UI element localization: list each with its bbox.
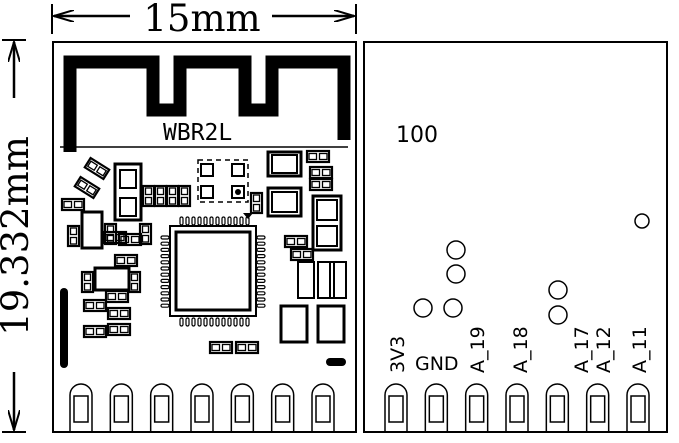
front-pads bbox=[69, 383, 335, 432]
large-components bbox=[80, 150, 347, 344]
side-marker-small bbox=[326, 358, 346, 366]
edge-pad bbox=[190, 383, 214, 432]
height-dimension: 19.332mm bbox=[0, 39, 37, 433]
main-chip bbox=[160, 216, 266, 327]
edge-pad bbox=[109, 383, 134, 432]
edge-pad bbox=[545, 383, 570, 432]
passive-component bbox=[153, 184, 168, 208]
passive-component bbox=[104, 289, 130, 304]
back-view: 100 3V3 GND A_19 A_18 A_17 A_12 A_11 bbox=[363, 41, 668, 433]
pin-label-a17: A_17 bbox=[571, 326, 593, 373]
front-outline bbox=[52, 41, 357, 433]
front-view: WBR2L bbox=[52, 41, 357, 433]
passive-component bbox=[305, 149, 331, 164]
pin-label-a11: A_11 bbox=[629, 326, 651, 373]
pin-label-a19: A_19 bbox=[467, 326, 489, 373]
height-label: 19.332mm bbox=[0, 136, 37, 336]
test-points bbox=[413, 213, 650, 325]
passive-component bbox=[113, 253, 139, 268]
width-dimension: 15mm bbox=[51, 0, 357, 40]
passive-component bbox=[82, 324, 108, 339]
back-pads bbox=[384, 383, 650, 432]
edge-pad bbox=[311, 383, 335, 432]
back-code: 100 bbox=[396, 123, 438, 148]
passive-component bbox=[289, 247, 315, 262]
edge-pad bbox=[424, 383, 449, 432]
passive-component bbox=[165, 184, 180, 208]
pin-labels: 3V3 GND A_19 A_18 A_17 A_12 A_11 bbox=[387, 326, 651, 375]
passive-component bbox=[83, 156, 111, 181]
side-marker bbox=[60, 288, 68, 368]
passive-component bbox=[177, 184, 192, 208]
passive-component bbox=[208, 340, 234, 355]
passive-component bbox=[234, 340, 260, 355]
passive-component bbox=[308, 177, 334, 192]
edge-pad bbox=[505, 383, 529, 432]
passive-component bbox=[106, 306, 132, 321]
crystal bbox=[197, 159, 249, 203]
pcb-antenna bbox=[63, 55, 351, 152]
passive-component bbox=[127, 270, 142, 294]
edge-pad bbox=[464, 383, 489, 432]
passive-component bbox=[283, 234, 309, 249]
edge-pad bbox=[230, 383, 255, 432]
passive-component bbox=[117, 232, 143, 247]
pin-label-3v3: 3V3 bbox=[387, 336, 409, 373]
width-label: 15mm bbox=[143, 0, 260, 40]
edge-pad bbox=[69, 383, 93, 432]
passive-component bbox=[82, 298, 108, 313]
edge-pad bbox=[270, 383, 295, 432]
pin-label-a18: A_18 bbox=[510, 326, 532, 373]
passive-component bbox=[80, 270, 95, 294]
pin-label-gnd: GND bbox=[415, 353, 459, 375]
passive-component bbox=[73, 175, 101, 200]
passive-component bbox=[249, 191, 264, 215]
passive-component bbox=[60, 197, 86, 212]
passive-component bbox=[141, 184, 156, 208]
module-name: WBR2L bbox=[163, 120, 232, 146]
back-outline bbox=[363, 41, 668, 433]
passive-component bbox=[66, 224, 81, 248]
edge-pad bbox=[384, 383, 408, 432]
edge-pad bbox=[585, 383, 610, 432]
passive-component bbox=[106, 322, 132, 337]
edge-pad bbox=[149, 383, 174, 432]
passive-components bbox=[60, 149, 334, 355]
pin-label-a12: A_12 bbox=[593, 326, 615, 373]
edge-pad bbox=[626, 383, 650, 432]
passive-component bbox=[308, 165, 334, 180]
